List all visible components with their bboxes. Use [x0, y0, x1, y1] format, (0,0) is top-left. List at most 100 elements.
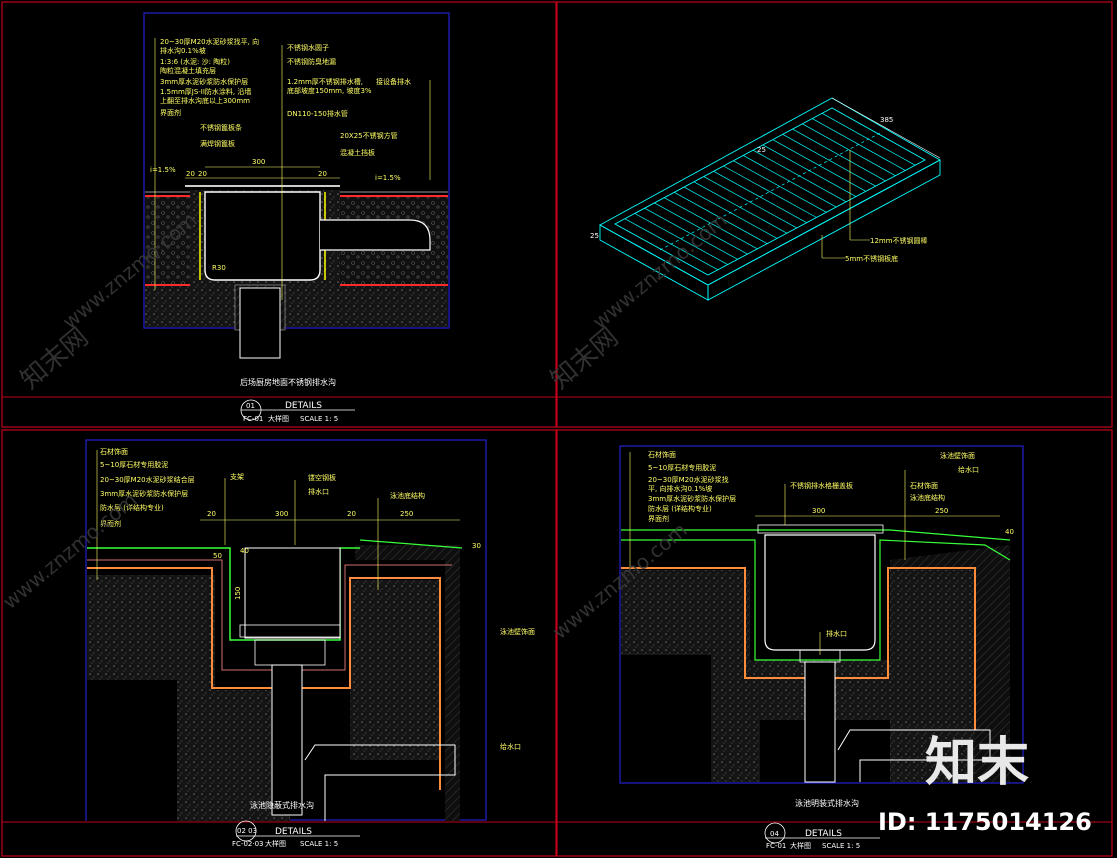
note-plate: 5mm不锈钢板底 [845, 254, 898, 263]
note-support: 支架 [230, 472, 244, 481]
dimension-label: 20 [207, 510, 216, 518]
layer-green [621, 539, 1011, 661]
brand-logo: 知末 [925, 733, 1029, 793]
slope-label: i=1.5% [150, 166, 176, 174]
svg-text:陶粒混凝土填充层: 陶粒混凝土填充层 [160, 66, 216, 75]
svg-text:FC-01: FC-01 [766, 842, 786, 850]
dimension-label: 25 [590, 232, 599, 240]
notes: 石材饰面 5~10厚石材专用胶泥 20~30厚M20水泥砂浆找 平, 向排水沟0… [648, 450, 736, 523]
grate-bar [634, 213, 728, 265]
dimension-label: 250 [935, 507, 948, 515]
drain-pipe [804, 661, 836, 783]
grate-bar [802, 123, 896, 176]
svg-text:20~30厚M20水泥砂浆找: 20~30厚M20水泥砂浆找 [648, 475, 729, 484]
svg-text:石材饰面: 石材饰面 [100, 447, 128, 456]
note-angle: 满焊钢篦板 [200, 139, 235, 148]
panel-pool-hidden-drain: 20 300 20 250 50 30 150 40 石材饰面 5~10厚石材专… [85, 439, 535, 848]
svg-text:底部坡度150mm, 坡度3%: 底部坡度150mm, 坡度3% [287, 86, 372, 95]
svg-text:FC-01: FC-01 [243, 415, 263, 423]
detail-tag: 02 03 DETAILS FC-02·03 大样图 SCALE 1: 5 [232, 820, 360, 848]
panel-kitchen-drain-section: i=1.5% i=1.5% 300 20 20 20 R30 20~30厚M20… [143, 12, 450, 423]
svg-text:02 03: 02 03 [237, 827, 257, 835]
steel-channel [204, 191, 321, 281]
dimension-label: 150 [234, 587, 242, 600]
svg-text:DETAILS: DETAILS [805, 829, 842, 839]
notes-left: 20~30厚M20水泥砂浆找平, 向 排水沟0.1%坡 1:3:6 (水泥: 沙… [160, 37, 259, 117]
svg-text:3mm厚水泥砂浆防水保护层: 3mm厚水泥砂浆防水保护层 [100, 489, 188, 498]
dimension-label: 25 [757, 146, 766, 154]
svg-text:5~10厚石材专用胶泥: 5~10厚石材专用胶泥 [648, 463, 716, 472]
svg-text:界面剂: 界面剂 [648, 514, 669, 523]
panel-grate-isometric: 385 25 25 12mm不锈钢圆棒 5mm不锈钢板底 [590, 97, 941, 301]
dimension-label: 385 [880, 116, 893, 124]
svg-text:排水沟0.1%坡: 排水沟0.1%坡 [160, 46, 206, 55]
svg-text:3mm厚水泥砂浆防水保护层: 3mm厚水泥砂浆防水保护层 [160, 77, 248, 86]
note-finish: 泳池壁饰面 [500, 627, 535, 636]
svg-text:FC-02·03: FC-02·03 [232, 840, 263, 848]
svg-text:1.2mm厚不锈钢排水槽,: 1.2mm厚不锈钢排水槽, [287, 77, 363, 86]
grate-bar [654, 202, 748, 255]
grate-bar [713, 170, 807, 224]
drain-pipe [271, 664, 303, 816]
dimension-label: 20 [186, 170, 195, 178]
svg-text:1.5mm厚JS-II防水涂料, 沿墙: 1.5mm厚JS-II防水涂料, 沿墙 [160, 87, 251, 96]
dimension-label: 300 [275, 510, 288, 518]
radius-label: R30 [212, 264, 226, 272]
svg-text:20~30厚M20水泥砂浆结合层: 20~30厚M20水泥砂浆结合层 [100, 475, 195, 484]
panel-border [619, 445, 1024, 784]
notes-right: 不锈钢水圆子 不锈钢防臭地漏 1.2mm厚不锈钢排水槽, 底部坡度150mm, … [287, 43, 372, 118]
structural-slab [145, 285, 448, 327]
grate-bar [664, 197, 758, 250]
grate-bar [782, 134, 876, 187]
note-feed: 给水口 [500, 742, 521, 751]
svg-text:www.znzmo.com: www.znzmo.com [588, 208, 732, 334]
note-device: 接设备排水 [376, 77, 411, 86]
panel-border [143, 12, 450, 329]
grate-bar [733, 160, 827, 213]
note-concrete: 混凝土挡板 [340, 148, 375, 157]
svg-text:平, 向排水沟0.1%坡: 平, 向排水沟0.1%坡 [648, 484, 712, 493]
svg-text:上翻至排水沟底以上300mm: 上翻至排水沟底以上300mm [160, 96, 250, 105]
notes: 石材饰面 5~10厚石材专用胶泥 20~30厚M20水泥砂浆结合层 3mm厚水泥… [100, 447, 195, 528]
panel-pool-exposed-drain: 300 250 40 石材饰面 5~10厚石材专用胶泥 20~30厚M20水泥砂… [619, 445, 1024, 850]
svg-text:SCALE 1: 5: SCALE 1: 5 [300, 840, 338, 848]
svg-text:DETAILS: DETAILS [275, 827, 312, 837]
svg-text:大样图: 大样图 [268, 414, 289, 423]
svg-text:01: 01 [246, 402, 255, 410]
note-wall: 泳池底结构 [390, 491, 425, 500]
side-drain-pipe [320, 219, 431, 251]
svg-text:DETAILS: DETAILS [285, 401, 322, 411]
note-wall: 泳池底结构 [910, 493, 945, 502]
caption: 泳池隐蔽式排水沟 [250, 800, 314, 810]
svg-text:石材饰面: 石材饰面 [648, 450, 676, 459]
note-outlet: 排水口 [826, 629, 847, 638]
note-grate: 不锈钢篦板条 [200, 123, 242, 132]
dimension-label: 50 [213, 552, 222, 560]
svg-text:不锈钢水圆子: 不锈钢水圆子 [287, 43, 329, 52]
grate-bars [624, 112, 916, 271]
svg-text:SCALE 1: 5: SCALE 1: 5 [822, 842, 860, 850]
grate-bar [723, 165, 817, 218]
svg-text:1:3:6 (水泥: 沙: 陶粒): 1:3:6 (水泥: 沙: 陶粒) [160, 57, 230, 66]
svg-text:20~30厚M20水泥砂浆找平, 向: 20~30厚M20水泥砂浆找平, 向 [160, 37, 259, 46]
svg-text:界面剂: 界面剂 [100, 519, 121, 528]
caption: 后场厨房地面不锈钢排水沟 [240, 377, 336, 387]
svg-text:5~10厚石材专用胶泥: 5~10厚石材专用胶泥 [100, 460, 168, 469]
dimension-label: 20 [198, 170, 207, 178]
note-grate: 镂空钢板 [308, 473, 336, 482]
svg-text:DN110-150排水管: DN110-150排水管 [287, 109, 348, 118]
note-bar: 12mm不锈钢圆棒 [870, 236, 928, 245]
grate-bar [644, 207, 738, 260]
svg-text:3mm厚水泥砂浆防水保护层: 3mm厚水泥砂浆防水保护层 [648, 494, 736, 503]
svg-text:04: 04 [770, 830, 779, 838]
layer-orange [87, 567, 441, 790]
grate-outline [599, 97, 941, 301]
note-finish: 泳池壁饰面 [940, 451, 975, 460]
image-id-label: ID: 1175014126 [878, 808, 1092, 836]
svg-text:不锈钢防臭地漏: 不锈钢防臭地漏 [287, 57, 336, 66]
svg-text:防水层 (详结构专业): 防水层 (详结构专业) [100, 503, 164, 512]
grate-bar [792, 128, 886, 182]
grate-bar [812, 118, 906, 171]
